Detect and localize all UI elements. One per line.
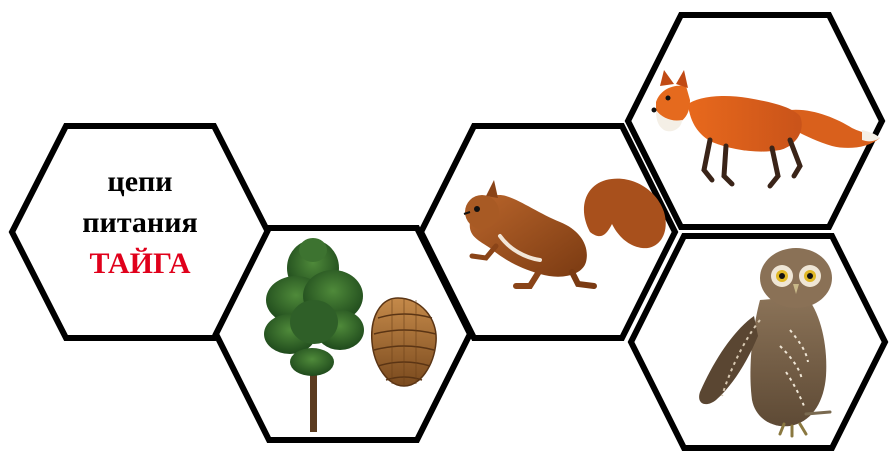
title-line-1: цепи <box>107 165 172 198</box>
hex-cell-owl <box>631 236 885 448</box>
hex-cell-fox <box>628 15 882 227</box>
hex-cell-squirrel <box>421 126 675 338</box>
title-line-3: ТАЙГА <box>89 247 190 280</box>
title-line-2: питания <box>82 206 197 239</box>
